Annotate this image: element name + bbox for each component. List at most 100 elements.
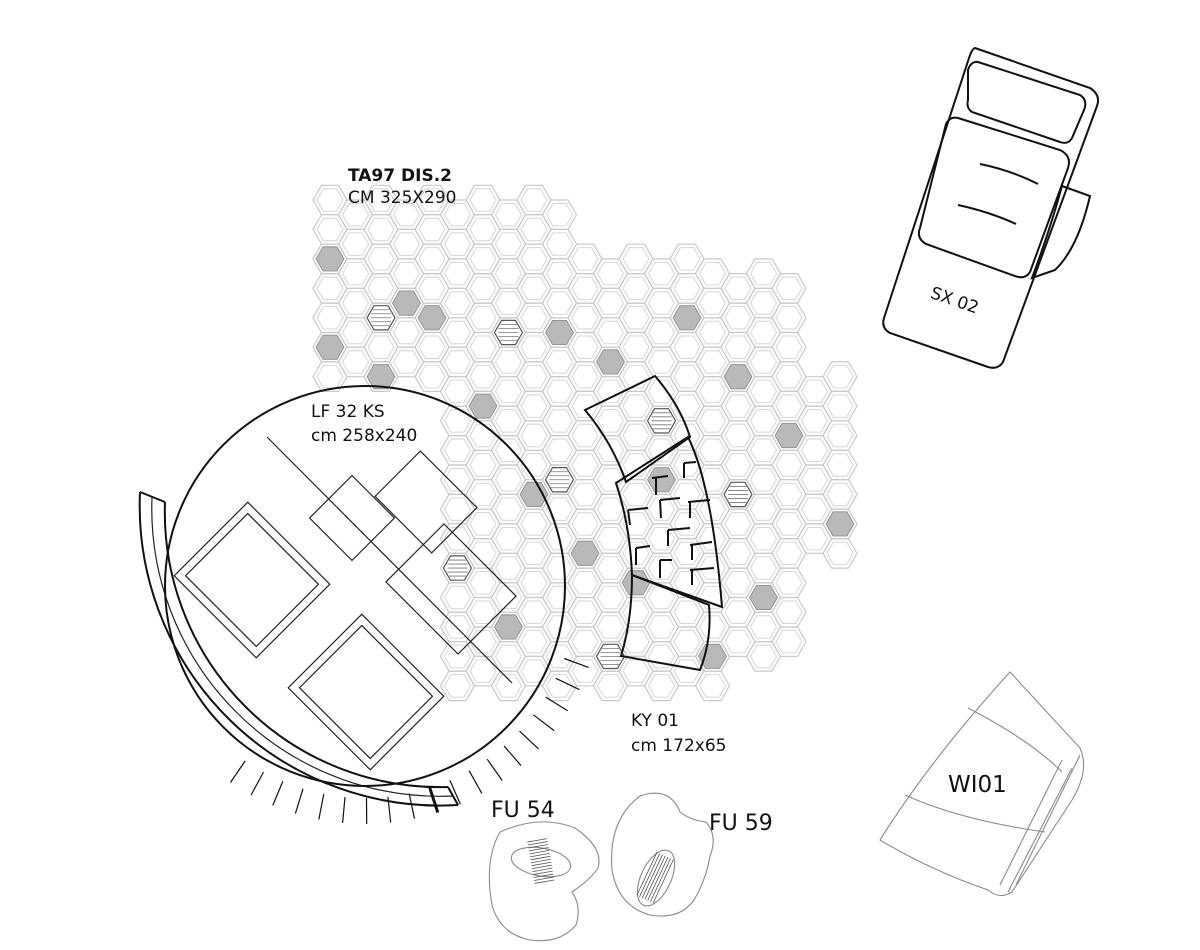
rug-hex-inner [749,291,778,315]
rug-hex-cell [312,302,348,334]
table-lf32 [138,385,589,825]
rug-hex-cell [490,670,527,702]
rug-hex-inner [622,453,650,477]
rug-hex-cell [720,537,756,569]
rug-hex-cell [439,228,476,260]
rug-hex-cell [490,493,527,525]
rug-hex-inner [545,497,574,521]
stool-hatch-line [527,841,548,846]
rug-hex-inner [673,247,701,271]
rug-hex-cell [439,464,476,495]
rug-hex-inner [596,409,625,433]
rug-hex-inner [494,379,523,404]
rug-hex-cell [618,273,654,304]
rug-hex-inner [749,350,778,374]
rug-hex-inner [749,644,778,669]
rug-hex-inner [622,276,650,301]
rug-hex-cell [388,346,425,378]
rug-hex-inner [673,541,701,566]
rug-hex-inner [469,423,497,448]
rug-hex-cell [312,214,348,245]
rug-hex-cell [669,390,705,422]
rug-hex-inner [673,335,701,359]
stool-fu59-seat [636,849,676,907]
rug-hex-cell [618,390,654,422]
rug-hex-cell [516,331,552,363]
rug-hex-inner [647,350,676,374]
table-axis-line [266,436,513,684]
rug-hex-cell [822,479,858,510]
rug-hex-inner [571,423,599,448]
lounger-sx02 [882,46,1100,369]
rug-hex-cell [439,582,476,613]
rug-hex-inner [749,409,778,433]
rug-hex-inner [418,364,446,389]
stool-hatch-line [529,852,550,858]
rug-hex-cell [465,214,501,245]
rug-hex-inner [775,306,803,330]
rug-hex-inner [520,571,548,595]
rug-hex-cell [541,493,578,525]
rug-hex-inner [443,497,472,521]
rug-hex-cell [465,567,501,599]
stool-hatch-line [644,855,666,900]
chair-code-label: WI01 [948,772,1007,798]
rug-hex-cell [439,287,476,319]
rug-hex-cell [592,258,629,289]
rug-hex-inner [494,585,523,610]
rug-hex-inner [749,497,778,521]
rug-hex-inner [469,364,497,389]
stool-fu54-label: FU 54 [491,798,555,823]
rug-hex-inner [571,247,599,271]
rug-hex-inner [698,585,727,610]
rug-hex-inner [520,453,548,477]
rug-hex-cell [618,243,654,275]
rug-hex-inner [418,276,446,301]
stool-hatch-line [639,853,661,897]
rug-hex-inner [545,291,574,315]
rug-hex-inner [596,585,625,610]
rug-hex-inner [443,320,472,345]
rug-hex-cell [516,302,552,334]
rug-hex-inner [775,453,803,477]
rug-hex-cell [567,390,603,422]
rug-hex-inner [443,526,472,551]
rug-hex-cell [643,523,680,554]
rug-hex-inner [647,261,676,286]
rug-hex-inner [443,615,472,639]
rug-hex-inner [800,438,829,462]
rug-hex-inner [443,350,472,374]
rug-hex-inner [698,409,727,433]
rug-hex-cell [643,258,680,289]
rug-hex-inner [443,438,472,462]
rug-hex-cell [771,449,807,481]
rug-hex-inner [826,482,854,507]
rug-hex-inner [545,379,574,404]
bench-ky01 [583,374,724,672]
rug-hex-cell [363,214,399,245]
rug-hex-dotted [315,334,345,360]
rug-hex-inner [596,438,625,462]
rug-hex-inner [571,335,599,359]
rug-hex-cell [541,199,578,230]
rug-hex-cell [337,317,374,348]
stool-hatch-line [636,851,658,896]
stool-hatch-line [528,844,549,849]
rug-hex-cell [516,596,552,628]
stool-hatch-line [534,879,555,884]
chair-wi01 [879,671,1085,897]
rug-hex-cell [567,331,603,363]
rug-hex-cell [465,243,501,275]
rug-hex-cell [643,641,680,672]
stool-hatch-line [531,864,552,870]
rug-hex-inner [622,335,650,359]
rug-hex-cell [822,390,858,422]
rug-hex-cell [439,376,476,407]
rug-hex-inner [749,468,778,492]
rug-hex-cell [720,596,756,628]
rug-hex-inner [520,394,548,418]
rug-hex-cell [516,626,552,658]
rug-hex-cell [796,405,833,437]
rug-hex-cell [363,331,399,363]
rug-hex-cell [465,596,501,628]
